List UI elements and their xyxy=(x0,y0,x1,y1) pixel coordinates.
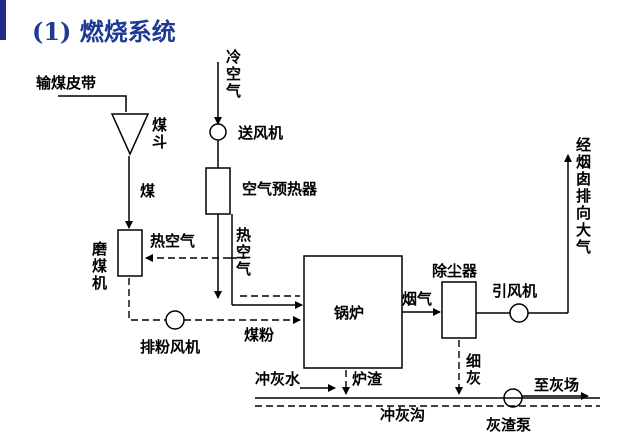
fan-icon xyxy=(209,123,227,141)
id-fan-label: 引风机 xyxy=(492,282,537,300)
coal-belt-label: 输煤皮带 xyxy=(36,74,96,92)
chimney-label: 经烟囱排向大气 xyxy=(575,136,591,256)
hot-air-left-label: 热空气 xyxy=(150,232,195,250)
id-fan-icon xyxy=(509,303,529,323)
dust-collector-label: 除尘器 xyxy=(432,262,478,280)
title-accent-bar xyxy=(0,0,6,40)
coal-powder-label: 煤粉 xyxy=(244,326,274,344)
fine-ash-label: 细灰 xyxy=(466,352,481,387)
hopper-icon xyxy=(110,113,150,156)
mill-label: 磨煤机 xyxy=(91,240,108,292)
cold-air-label: 冷空气 xyxy=(225,48,241,100)
mill-to-exhauster-line xyxy=(128,278,166,321)
boiler-label: 锅炉 xyxy=(334,304,364,322)
coal-label: 煤 xyxy=(140,182,155,200)
air-preheater-box xyxy=(205,167,231,215)
hopper-label: 煤斗 xyxy=(152,116,167,151)
hot-air-right-label: 热空气 xyxy=(235,226,251,278)
slag-pump-icon xyxy=(503,388,523,408)
slag-label: 炉渣 xyxy=(352,370,383,388)
air-preheater-label: 空气预热器 xyxy=(242,180,318,198)
exhauster-label: 排粉风机 xyxy=(140,338,200,356)
flue-gas-label: 烟气 xyxy=(402,290,432,308)
fan-label: 送风机 xyxy=(237,124,283,142)
exhauster-fan-icon xyxy=(165,310,185,330)
dust-collector-box xyxy=(441,281,477,339)
page-title: (1) 燃烧系统 xyxy=(32,17,176,46)
mill-box xyxy=(117,229,143,277)
coal-belt-line xyxy=(58,95,127,112)
ash-trench-label: 冲灰沟 xyxy=(380,406,425,424)
slag-pump-label: 灰渣泵 xyxy=(486,416,531,434)
to-ash-yard-label: 至灰场 xyxy=(534,376,579,394)
flush-water-label: 冲灰水 xyxy=(255,370,301,388)
